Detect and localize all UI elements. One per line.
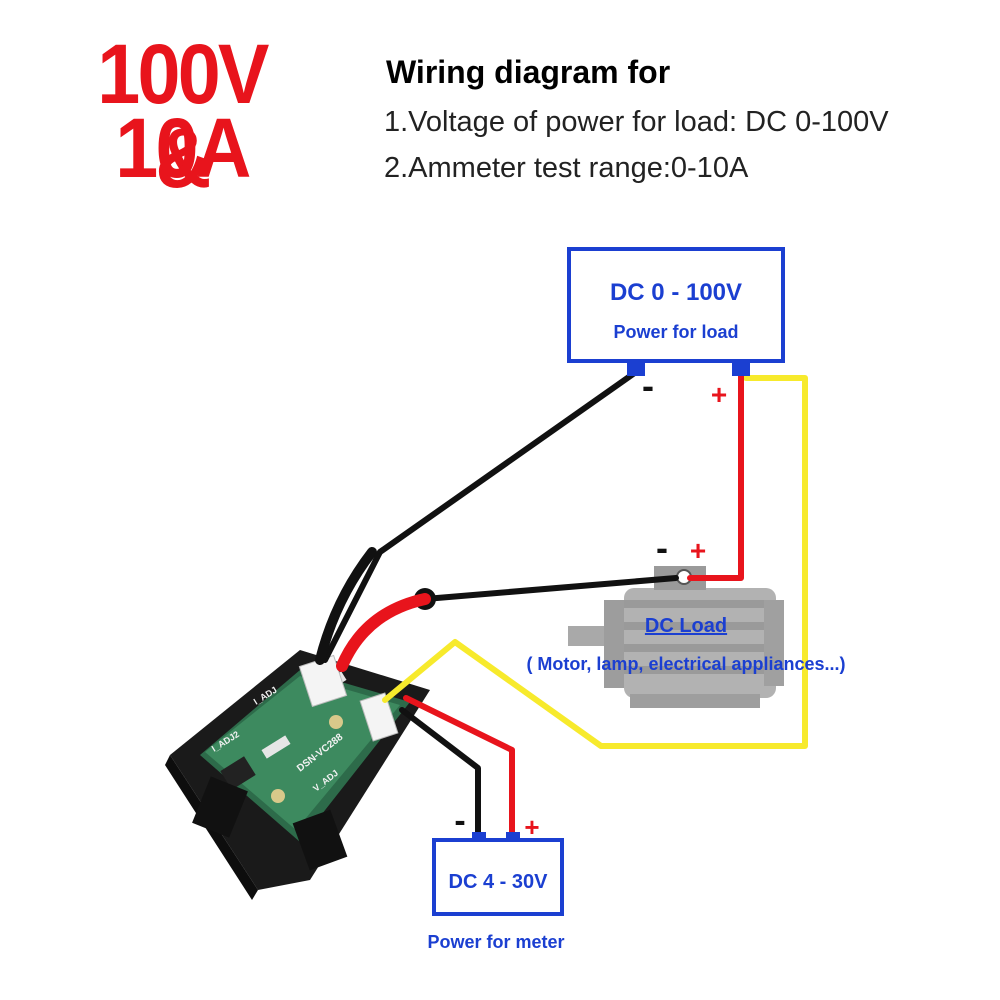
- title-current: 10A: [115, 101, 251, 195]
- wire-red-meter: [403, 695, 515, 843]
- meter-supply-minus: -: [454, 802, 465, 840]
- wire-black-load: [322, 369, 639, 663]
- load-title: DC Load: [645, 615, 727, 637]
- meter-supply-box: DC 4 - 30V Power for meter - +: [427, 802, 564, 952]
- meter-module: I_ADJ DSN-VC288 V_ADJ I_ADJ2: [165, 650, 430, 900]
- load-supply-minus-terminal: [627, 362, 645, 376]
- meter-supply-title: DC 4 - 30V: [449, 871, 549, 893]
- wire-black-thick: [315, 547, 377, 665]
- load-supply-minus: -: [642, 365, 654, 406]
- load-supply-subtitle: Power for load: [613, 322, 738, 342]
- spec-voltage: 1.Voltage of power for load: DC 0-100V: [384, 106, 889, 138]
- wire-black-meter: [399, 707, 481, 843]
- meter-supply-minus-terminal: [472, 832, 486, 842]
- dc-load-motor: [568, 566, 784, 708]
- load-supply-plus-terminal: [732, 362, 750, 376]
- load-subtitle: ( Motor, lamp, electrical appliances...): [526, 654, 845, 674]
- meter-supply-plus-terminal: [506, 832, 520, 842]
- load-minus: -: [656, 527, 668, 568]
- load-plus: +: [690, 535, 706, 566]
- load-supply-title: DC 0 - 100V: [610, 279, 742, 306]
- wire-black-ground: [422, 575, 679, 602]
- wire-yellow: [382, 375, 808, 749]
- wire-red-load: [687, 369, 744, 581]
- voltage-connector: [359, 692, 399, 742]
- meter-supply-subtitle: Power for meter: [427, 932, 564, 952]
- load-supply-plus: +: [711, 379, 727, 410]
- title-voltage: 100V &: [97, 27, 269, 205]
- load-supply-box: DC 0 - 100V Power for load - +: [567, 247, 785, 410]
- wire-red-thick: [336, 593, 431, 672]
- spec-current: 2.Ammeter test range:0-10A: [384, 152, 749, 184]
- meter-supply-plus: +: [524, 812, 539, 842]
- diagram-heading: Wiring diagram for: [386, 54, 671, 90]
